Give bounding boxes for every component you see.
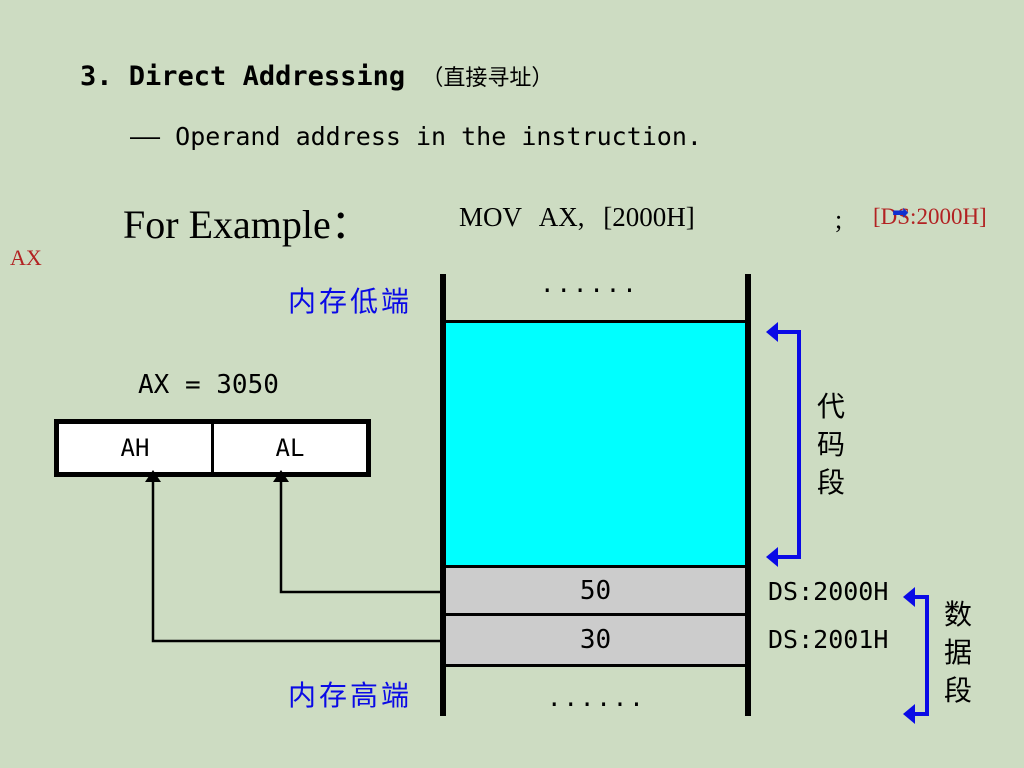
- ah-register-half: AH: [120, 434, 150, 462]
- section-number: 3.: [80, 61, 113, 92]
- memory-top-ellipsis: ......: [540, 270, 639, 298]
- data-segment-label: 数据段: [943, 598, 972, 707]
- memory-high-label: 内存高端: [288, 679, 413, 712]
- data-segment-bracket: [913, 595, 929, 716]
- code-segment-block: [446, 320, 745, 568]
- code-bracket-top-arrow-icon: [766, 322, 778, 342]
- memory-cell-2001h: 30: [446, 616, 745, 667]
- code-bracket-bottom-arrow-icon: [766, 547, 778, 567]
- ah-connector-line: [151, 480, 440, 643]
- code-segment-label: 代码段: [816, 390, 845, 499]
- example-comment-target: AX: [10, 245, 42, 270]
- memory-bottom-ellipsis: ......: [547, 684, 646, 712]
- memory-cell-2000h: 50: [446, 568, 745, 616]
- ax-register: AH AL: [54, 419, 371, 477]
- al-register-half: AL: [211, 424, 366, 472]
- al-connector-line: [279, 480, 440, 594]
- data-bracket-top-arrow-icon: [903, 587, 915, 607]
- memory-low-label: 内存低端: [288, 285, 413, 318]
- comment-semicolon: ;: [835, 205, 843, 234]
- section-title-cn: （直接寻址）: [421, 66, 554, 91]
- address-label-2000h: DS:2000H: [768, 577, 889, 606]
- example-instruction: MOV AX, [2000H]: [459, 202, 695, 232]
- right-arrow-icon: ➡: [892, 200, 909, 224]
- data-bracket-bottom-arrow-icon: [903, 704, 915, 724]
- ax-value-label: AX = 3050: [138, 370, 279, 400]
- ah-arrowhead-icon: [145, 470, 161, 482]
- address-label-2001h: DS:2001H: [768, 625, 889, 654]
- section-heading: 3. Direct Addressing （直接寻址）: [80, 60, 553, 92]
- section-title: Direct Addressing: [128, 61, 406, 92]
- memory-right-wall: [745, 274, 751, 716]
- memory-left-wall: [440, 274, 446, 716]
- example-label: For Example：: [123, 202, 371, 247]
- al-arrowhead-icon: [273, 470, 289, 482]
- example-comment: [DS:2000H]: [873, 204, 987, 229]
- code-segment-bracket: [776, 330, 801, 559]
- section-subtitle: —— Operand address in the instruction.: [130, 122, 702, 151]
